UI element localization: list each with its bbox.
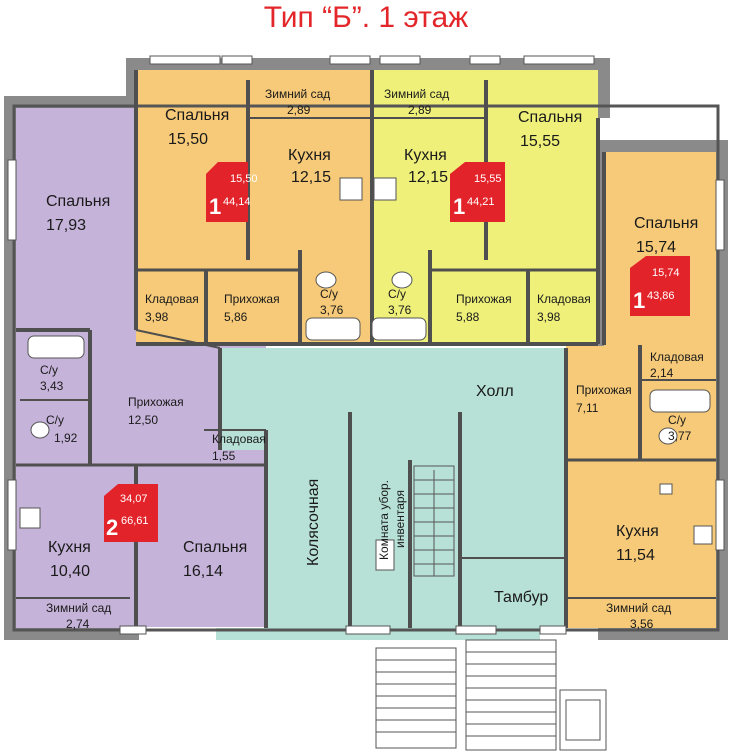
badge-b-rooms: 1 bbox=[453, 194, 465, 219]
label-wc-2a-name: С/у bbox=[40, 363, 58, 377]
label-bed-2b-name: Спальня bbox=[183, 539, 247, 556]
fill-common bbox=[216, 348, 566, 640]
fixtures bbox=[19, 177, 713, 571]
label-storage-1c-area: 2,14 bbox=[650, 366, 674, 380]
label-cleaning-1: Комната убор. bbox=[377, 480, 391, 560]
label-kitchen-2-area: 10,40 bbox=[50, 563, 90, 580]
label-wc-1a-area: 3,76 bbox=[320, 303, 344, 317]
label-wc-1b-name: С/у bbox=[388, 287, 406, 301]
label-cleaning-2: инвентаря bbox=[393, 490, 407, 548]
label-hall-1a-name: Прихожая bbox=[224, 292, 280, 306]
label-storage-1b-area: 3,98 bbox=[537, 310, 561, 324]
label-wc-2a-area: 3,43 bbox=[40, 379, 64, 393]
label-storage-2-name: Кладовая bbox=[212, 432, 266, 446]
label-kitchen-1a-area: 12,15 bbox=[291, 169, 331, 186]
label-wc-2b-name: С/у bbox=[46, 413, 64, 427]
label-garden-1c-area: 3,56 bbox=[630, 617, 654, 631]
apartment-badge-d: 34,07 2 66,61 bbox=[104, 484, 158, 542]
room-labels: Спальня 15,50 Зимний сад 2,89 Кухня 12,1… bbox=[40, 87, 704, 631]
label-wc-2b-area: 1,92 bbox=[54, 431, 78, 445]
label-garden-1c-name: Зимний сад bbox=[606, 601, 671, 615]
plan-title: Тип “Б”. 1 этаж bbox=[263, 1, 469, 34]
label-garden-2-area: 2,74 bbox=[66, 617, 90, 631]
label-bed-2b-area: 16,14 bbox=[183, 563, 223, 580]
label-storage-1a-name: Кладовая bbox=[145, 292, 199, 306]
label-storage-1c-name: Кладовая bbox=[650, 350, 704, 364]
fill-bed-1c bbox=[604, 152, 716, 352]
label-hall-2-area: 12,50 bbox=[128, 413, 158, 427]
apartment-badge-c: 15,74 1 43,86 bbox=[630, 256, 690, 316]
badge-c-living: 15,74 bbox=[652, 267, 680, 279]
label-bed-1a-name: Спальня bbox=[165, 107, 229, 124]
label-garden-1a-area: 2,89 bbox=[287, 103, 311, 117]
label-kitchen-2-name: Кухня bbox=[48, 539, 91, 556]
label-bed-1c-area: 15,74 bbox=[636, 239, 676, 256]
label-wc-1c-name: С/у bbox=[668, 413, 686, 427]
badge-d-total: 66,61 bbox=[121, 515, 149, 527]
label-stroller: Колясочная bbox=[305, 479, 322, 566]
windows bbox=[7, 55, 725, 635]
label-hall: Холл bbox=[476, 383, 514, 400]
label-wc-1c-area: 3,77 bbox=[668, 429, 692, 443]
label-bed-2-area: 17,93 bbox=[46, 217, 86, 234]
label-kitchen-1c-area: 11,54 bbox=[616, 547, 655, 564]
label-garden-2-name: Зимний сад bbox=[46, 601, 111, 615]
label-hall-1c-name: Прихожая bbox=[576, 383, 632, 397]
label-wc-1b-area: 3,76 bbox=[388, 303, 412, 317]
badge-d-living: 34,07 bbox=[120, 493, 148, 505]
badge-a-rooms: 1 bbox=[209, 194, 221, 219]
fill-apt-1a bbox=[136, 70, 372, 344]
label-storage-1a-area: 3,98 bbox=[145, 310, 169, 324]
label-bed-1a-area: 15,50 bbox=[168, 131, 208, 148]
label-bed-1b-name: Спальня bbox=[518, 109, 582, 126]
apartment-badge-a: 15,50 1 44,14 bbox=[206, 162, 258, 222]
label-hall-2-name: Прихожая bbox=[128, 395, 184, 409]
label-vestibule: Тамбур bbox=[494, 589, 548, 606]
badge-d-rooms: 2 bbox=[106, 515, 118, 540]
label-hall-1a-area: 5,86 bbox=[224, 310, 248, 324]
label-hall-1b-name: Прихожая bbox=[456, 292, 512, 306]
label-storage-2-area: 1,55 bbox=[212, 449, 236, 463]
room-fills bbox=[16, 70, 716, 640]
badge-b-total: 44,21 bbox=[467, 196, 495, 208]
label-storage-1b-name: Кладовая bbox=[537, 292, 591, 306]
label-bed-1c-name: Спальня bbox=[634, 215, 698, 232]
badge-a-total: 44,14 bbox=[223, 196, 251, 208]
badge-b-living: 15,55 bbox=[474, 173, 502, 185]
label-kitchen-1a-name: Кухня bbox=[288, 147, 331, 164]
badge-a-living: 15,50 bbox=[230, 173, 258, 185]
label-kitchen-1b-name: Кухня bbox=[404, 147, 447, 164]
label-bed-1b-area: 15,55 bbox=[520, 133, 560, 150]
label-bed-2-name: Спальня bbox=[46, 193, 110, 210]
label-hall-1b-area: 5,88 bbox=[456, 310, 480, 324]
label-garden-1b-area: 2,89 bbox=[408, 103, 432, 117]
badge-c-rooms: 1 bbox=[633, 288, 645, 313]
interior-walls bbox=[12, 70, 720, 632]
label-kitchen-1b-area: 12,15 bbox=[408, 169, 448, 186]
label-kitchen-1c-name: Кухня bbox=[616, 523, 659, 540]
fill-hall-2b bbox=[136, 350, 220, 470]
apartment-badge-b: 15,55 1 44,21 bbox=[450, 162, 505, 222]
label-garden-1b-name: Зимний сад bbox=[384, 87, 449, 101]
label-hall-1c-area: 7,11 bbox=[576, 401, 599, 415]
stairs bbox=[375, 465, 607, 751]
label-wc-1a-name: С/у bbox=[320, 287, 338, 301]
badge-c-total: 43,86 bbox=[647, 290, 675, 302]
label-garden-1a-name: Зимний сад bbox=[265, 87, 330, 101]
